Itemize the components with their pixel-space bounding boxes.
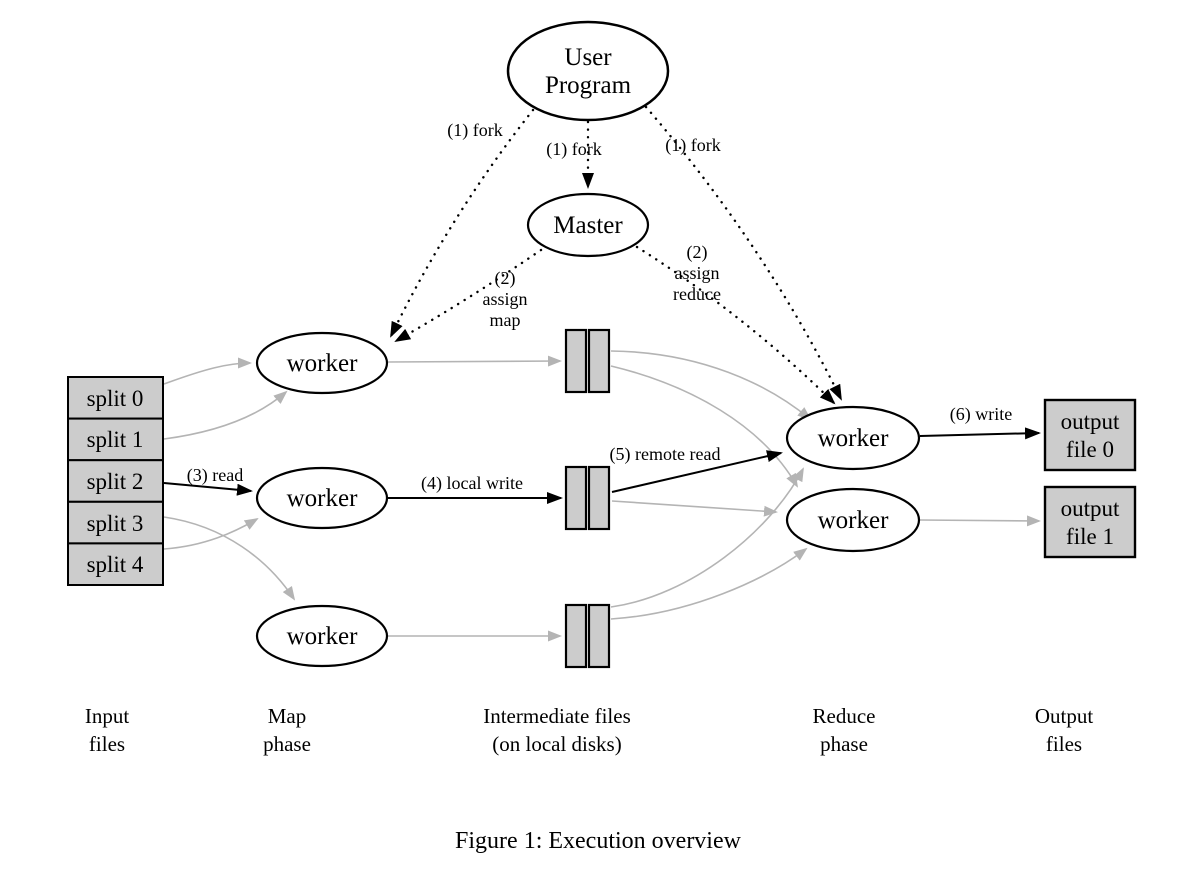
map-worker-3-ellipse bbox=[255, 604, 389, 668]
reduce-worker-2: worker bbox=[785, 487, 921, 553]
master-node: Master bbox=[526, 192, 650, 258]
input-files-label-line1: Input bbox=[85, 704, 129, 728]
assign-map-label-line1: (2) bbox=[495, 268, 516, 289]
split-3-box bbox=[67, 500, 164, 545]
intermediate-file-1-left-rect bbox=[564, 328, 588, 394]
intermediate-file-1 bbox=[564, 328, 611, 394]
split-4-box bbox=[67, 542, 164, 587]
map-worker-2-ellipse bbox=[255, 466, 389, 530]
map-worker-1-ellipse bbox=[255, 331, 389, 395]
output-file-1-line2: file 1 bbox=[1066, 524, 1114, 549]
edge-reduce-worker2-to-output1 bbox=[919, 515, 1041, 527]
user-program-ellipse bbox=[506, 20, 670, 122]
fork-right-label: (1) fork bbox=[665, 135, 720, 156]
output-file-0-line2: file 0 bbox=[1066, 437, 1114, 462]
edge-if1-to-reduce-worker2 bbox=[610, 365, 798, 488]
edge-split0-to-map-worker1 bbox=[163, 357, 252, 385]
user-program-node: User Program bbox=[506, 20, 670, 122]
split-1-label: split 1 bbox=[87, 427, 144, 452]
split-0-label: split 0 bbox=[87, 386, 144, 411]
output-file-0-box bbox=[1043, 398, 1137, 472]
master-label: Master bbox=[553, 212, 623, 239]
input-splits-stack: split 0 split 1 split 2 split 3 split 4 bbox=[67, 376, 164, 587]
output-files-label-line2: files bbox=[1046, 732, 1082, 756]
master-ellipse bbox=[526, 192, 650, 258]
edge-assign-map bbox=[394, 248, 543, 343]
dotted-edges bbox=[389, 105, 843, 405]
map-phase-label-line1: Map bbox=[268, 704, 307, 728]
reduce-worker-2-label: worker bbox=[818, 507, 889, 534]
edge-if1-to-reduce-worker1 bbox=[610, 350, 812, 421]
assign-reduce-label-line1: (2) bbox=[687, 242, 708, 263]
column-labels: Input files Map phase Intermediate files… bbox=[85, 704, 1093, 756]
intermediate-file-3-left-rect bbox=[564, 603, 588, 669]
intermediate-files-label-line1: Intermediate files bbox=[483, 704, 631, 728]
split-2-label: split 2 bbox=[87, 469, 144, 494]
split-1-box bbox=[67, 417, 164, 462]
edge-split1-to-map-worker1 bbox=[163, 390, 288, 440]
figure-caption: Figure 1: Execution overview bbox=[455, 828, 742, 854]
read-label: (3) read bbox=[187, 465, 243, 486]
reduce-worker-1-ellipse bbox=[785, 405, 921, 471]
output-file-1: output file 1 bbox=[1043, 485, 1137, 559]
edge-write bbox=[919, 427, 1041, 440]
map-phase-label-line2: phase bbox=[263, 732, 311, 756]
reduce-worker-1: worker bbox=[785, 405, 921, 471]
edge-split4-to-map-worker2 bbox=[163, 517, 259, 550]
edge-split3-to-map-worker3 bbox=[163, 516, 296, 601]
map-worker-1-label: worker bbox=[287, 350, 358, 377]
local-write-label: (4) local write bbox=[421, 473, 523, 494]
output-file-0: output file 0 bbox=[1043, 398, 1137, 472]
map-worker-3: worker bbox=[255, 604, 389, 668]
output-file-1-line1: output bbox=[1061, 496, 1120, 521]
user-program-label-line2: Program bbox=[545, 72, 632, 99]
reduce-phase-label-line1: Reduce bbox=[813, 704, 876, 728]
map-worker-2: worker bbox=[255, 466, 389, 530]
write-label: (6) write bbox=[950, 404, 1012, 425]
edge-labels: (1) fork (1) fork (1) fork (2) assign ma… bbox=[187, 120, 1012, 494]
black-edges bbox=[163, 427, 1041, 504]
gray-edges bbox=[163, 350, 1041, 642]
edge-if2-to-reduce-worker2 bbox=[611, 500, 778, 517]
output-file-1-box bbox=[1043, 485, 1137, 559]
edge-map-worker1-to-if1 bbox=[387, 355, 562, 367]
assign-reduce-label-line2: assign bbox=[675, 263, 720, 283]
edge-remote-read bbox=[611, 450, 783, 493]
intermediate-file-3 bbox=[564, 603, 611, 669]
map-worker-2-label: worker bbox=[287, 485, 358, 512]
split-4-label: split 4 bbox=[87, 552, 144, 577]
remote-read-label: (5) remote read bbox=[610, 444, 721, 465]
map-worker-3-label: worker bbox=[287, 623, 358, 650]
intermediate-files-label-line2: (on local disks) bbox=[492, 732, 621, 756]
fork-left-label: (1) fork bbox=[447, 120, 502, 141]
map-worker-1: worker bbox=[255, 331, 389, 395]
edge-read bbox=[163, 482, 253, 496]
edge-if3-to-reduce-worker1 bbox=[610, 467, 804, 608]
intermediate-file-2 bbox=[564, 465, 611, 531]
fork-middle-label: (1) fork bbox=[546, 139, 601, 160]
split-2-box bbox=[67, 459, 164, 503]
edge-if3-to-reduce-worker2 bbox=[610, 547, 808, 620]
intermediate-file-2-left-rect bbox=[564, 465, 588, 531]
edge-assign-reduce bbox=[635, 245, 836, 405]
assign-map-label-line2: assign bbox=[483, 289, 528, 309]
reduce-worker-2-ellipse bbox=[785, 487, 921, 553]
reduce-worker-1-label: worker bbox=[818, 425, 889, 452]
assign-map-label-line3: map bbox=[490, 310, 521, 330]
intermediate-file-3-right-rect bbox=[587, 603, 611, 669]
assign-reduce-label-line3: reduce bbox=[673, 284, 721, 304]
input-files-label-line2: files bbox=[89, 732, 125, 756]
intermediate-file-2-right-rect bbox=[587, 465, 611, 531]
output-files-label-line1: Output bbox=[1035, 704, 1094, 728]
reduce-phase-label-line2: phase bbox=[820, 732, 868, 756]
user-program-label-line1: User bbox=[564, 44, 612, 71]
split-3-label: split 3 bbox=[87, 511, 144, 536]
output-file-0-line1: output bbox=[1061, 409, 1120, 434]
intermediate-file-1-right-rect bbox=[587, 328, 611, 394]
